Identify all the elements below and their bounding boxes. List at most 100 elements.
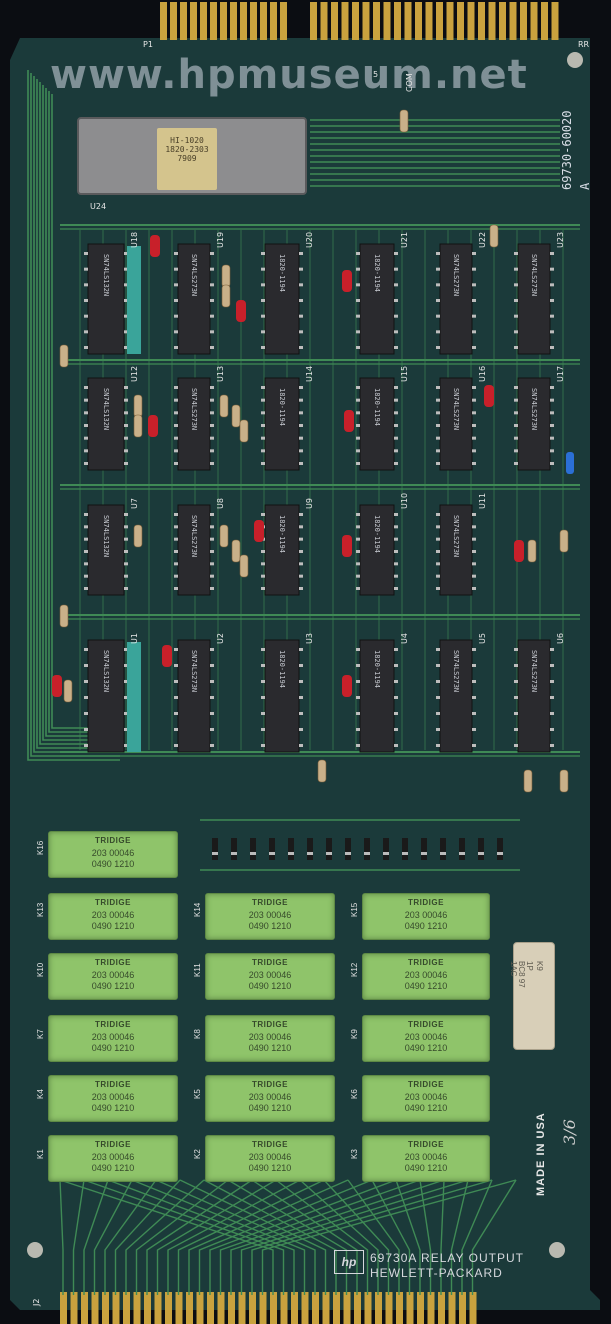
edge-finger: [133, 1292, 141, 1324]
edge-finger: [196, 1292, 204, 1324]
relay-code: 0490 1210: [248, 1163, 292, 1173]
ic-pin: [394, 386, 398, 389]
pcb-trace: [83, 1179, 285, 1295]
ic-pin: [299, 330, 303, 334]
ic-pin: [550, 330, 554, 334]
ic-pin: [356, 283, 360, 287]
pcb-trace: [131, 1179, 306, 1295]
ic-pin: [356, 712, 360, 715]
relay: TRIDIGE 203 00046 0490 1210: [205, 1015, 335, 1062]
ic-pin: [299, 386, 303, 389]
ic-pin: [356, 562, 360, 566]
ic-pin: [174, 449, 178, 453]
pcb-trace: [93, 1179, 133, 1295]
ic-pin: [210, 314, 214, 318]
ic-pin: [550, 283, 554, 287]
ic-pin: [472, 664, 476, 667]
ic-pin: [356, 386, 360, 389]
edge-finger: [260, 2, 267, 40]
ic-pin: [84, 680, 88, 683]
diode: [231, 838, 237, 860]
ic-pin: [550, 314, 554, 318]
ic-ref: U8: [216, 498, 225, 509]
ic-pin: [261, 648, 265, 651]
diode-band: [345, 852, 351, 855]
ic-marking: SN74LS273N: [530, 254, 538, 297]
pcb-trace: [198, 1179, 373, 1295]
edge-finger: [91, 1292, 99, 1324]
pcb-trace: [177, 1179, 325, 1295]
ic-pin: [124, 346, 128, 349]
ic-pin: [174, 424, 178, 427]
ic-pin: [394, 330, 398, 334]
resistor: [239, 419, 249, 443]
edge-finger: [81, 1292, 88, 1324]
ic-pin: [356, 424, 360, 427]
ic-pin: [84, 712, 88, 715]
diode: [402, 838, 408, 860]
ic-pin: [356, 462, 360, 465]
ic-ref: U17: [556, 365, 565, 382]
ic-pin: [210, 462, 214, 465]
ic-chip: [517, 639, 551, 753]
relay-brand: TRIDIGE: [95, 1140, 131, 1149]
ic-pin: [472, 696, 476, 699]
board-maker: HEWLETT-PACKARD: [370, 1266, 503, 1280]
edge-finger: [446, 2, 454, 40]
ic-marking: SN74LS273N: [530, 388, 538, 431]
relay-brand: TRIDIGE: [95, 836, 131, 845]
ic-pin: [124, 728, 128, 731]
edge-finger: [394, 2, 401, 40]
ic-pin: [84, 537, 88, 541]
ic-pin: [514, 449, 518, 453]
edge-finger: [457, 2, 464, 40]
ic-ref: U4: [400, 633, 409, 644]
ic-pin: [394, 283, 398, 287]
edge-finger: [207, 1292, 214, 1324]
pcb-trace: [440, 1179, 445, 1295]
resistor: [317, 759, 327, 783]
ic-pin: [84, 436, 88, 440]
ic-pin: [299, 550, 303, 553]
ic-pin: [174, 680, 178, 683]
pcb-trace: [156, 1179, 277, 1295]
ic-pin: [174, 330, 178, 334]
edge-finger: [291, 1292, 298, 1324]
ic-pin: [550, 398, 554, 402]
ic-pin: [436, 550, 440, 553]
ic-pin: [261, 744, 265, 747]
ic-pin: [356, 574, 360, 578]
ic-pin: [514, 648, 518, 651]
ic-pin: [174, 744, 178, 747]
ic-pin: [394, 411, 398, 415]
edge-finger: [270, 2, 277, 40]
ic-ref: U5: [478, 633, 487, 644]
ic-pin: [394, 574, 398, 578]
edge-finger: [70, 1292, 78, 1324]
relay-model: 203 00046: [248, 970, 292, 980]
ic-pin: [84, 330, 88, 334]
ic-ref: U21: [400, 231, 409, 248]
ic-pin: [124, 449, 128, 453]
diode: [383, 838, 389, 860]
ic-pin: [436, 314, 440, 318]
ic-pin: [84, 664, 88, 667]
ic-pin: [299, 346, 303, 349]
ic-pin: [514, 299, 518, 302]
relay: TRIDIGE 203 00046 0490 1210: [205, 1075, 335, 1122]
relay-brand: TRIDIGE: [95, 898, 131, 907]
relay-brand: TRIDIGE: [408, 1140, 444, 1149]
ic-pin: [394, 424, 398, 427]
ic-pin: [210, 712, 214, 715]
ic-pin: [210, 449, 214, 453]
relay-code: 0490 1210: [404, 921, 448, 931]
edge-finger: [436, 2, 443, 40]
ic-pin: [514, 283, 518, 287]
resistor: [489, 224, 499, 248]
edge-finger: [530, 2, 538, 40]
edge-finger: [343, 1292, 351, 1324]
ic-pin: [299, 424, 303, 427]
ic-ref: U6: [556, 633, 565, 644]
ic-pin: [394, 252, 398, 255]
ic-pin: [394, 346, 398, 349]
